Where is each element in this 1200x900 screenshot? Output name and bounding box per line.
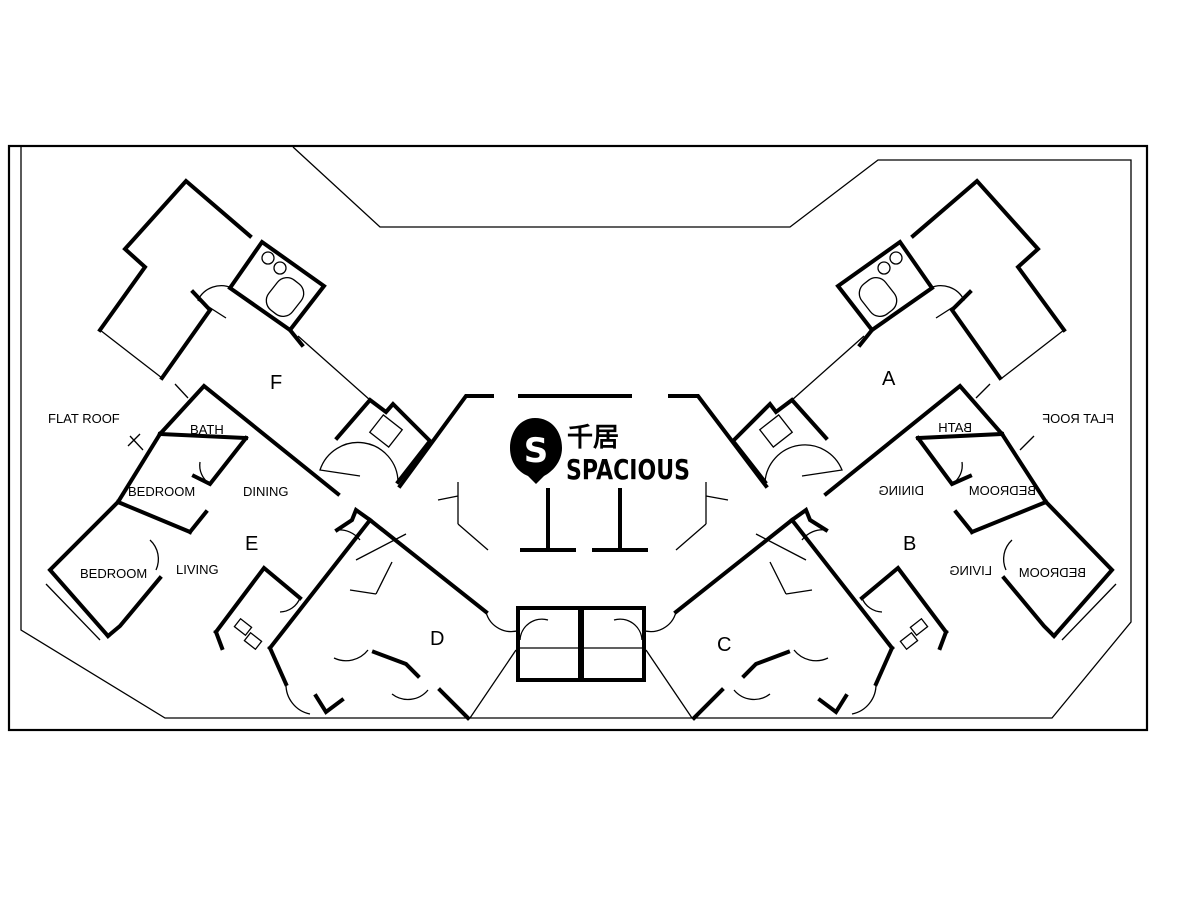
label-flat-roof-left: FLAT ROOF bbox=[48, 411, 120, 426]
spacious-logo: S 千居 SPACIOUS bbox=[510, 418, 690, 486]
unit-label-b: B bbox=[903, 533, 916, 555]
label-living-left: LIVING bbox=[176, 562, 219, 577]
label-bath-left: BATH bbox=[190, 422, 224, 437]
unit-label-c: C bbox=[717, 634, 731, 656]
label-bedroom-right-1: BEDROOM bbox=[969, 483, 1036, 498]
unit-label-d: D bbox=[430, 628, 444, 650]
label-bedroom-right-2: BEDROOM bbox=[1019, 565, 1086, 580]
unit-label-a: A bbox=[882, 368, 896, 390]
logo-name: SPACIOUS bbox=[566, 453, 690, 486]
unit-label-e: E bbox=[245, 533, 258, 555]
logo-mark-icon bbox=[510, 418, 562, 484]
label-flat-roof-right: FLAT ROOF bbox=[1042, 411, 1114, 426]
building-outline bbox=[20, 146, 1132, 719]
left-wing bbox=[45, 178, 521, 721]
label-dining-right: DINING bbox=[879, 483, 925, 498]
label-bath-right: BATH bbox=[938, 420, 972, 435]
unit-label-f: F bbox=[270, 372, 282, 394]
label-bedroom-left-1: BEDROOM bbox=[128, 484, 195, 499]
plan-frame bbox=[7, 144, 1149, 732]
logo-chinese: 千居 bbox=[567, 423, 619, 453]
label-living-right: LIVING bbox=[949, 563, 992, 578]
logo-mark-letter: S bbox=[524, 431, 549, 471]
central-core bbox=[397, 394, 769, 682]
label-dining-left: DINING bbox=[243, 484, 289, 499]
label-bedroom-left-2: BEDROOM bbox=[80, 566, 147, 581]
right-wing bbox=[641, 178, 1117, 721]
